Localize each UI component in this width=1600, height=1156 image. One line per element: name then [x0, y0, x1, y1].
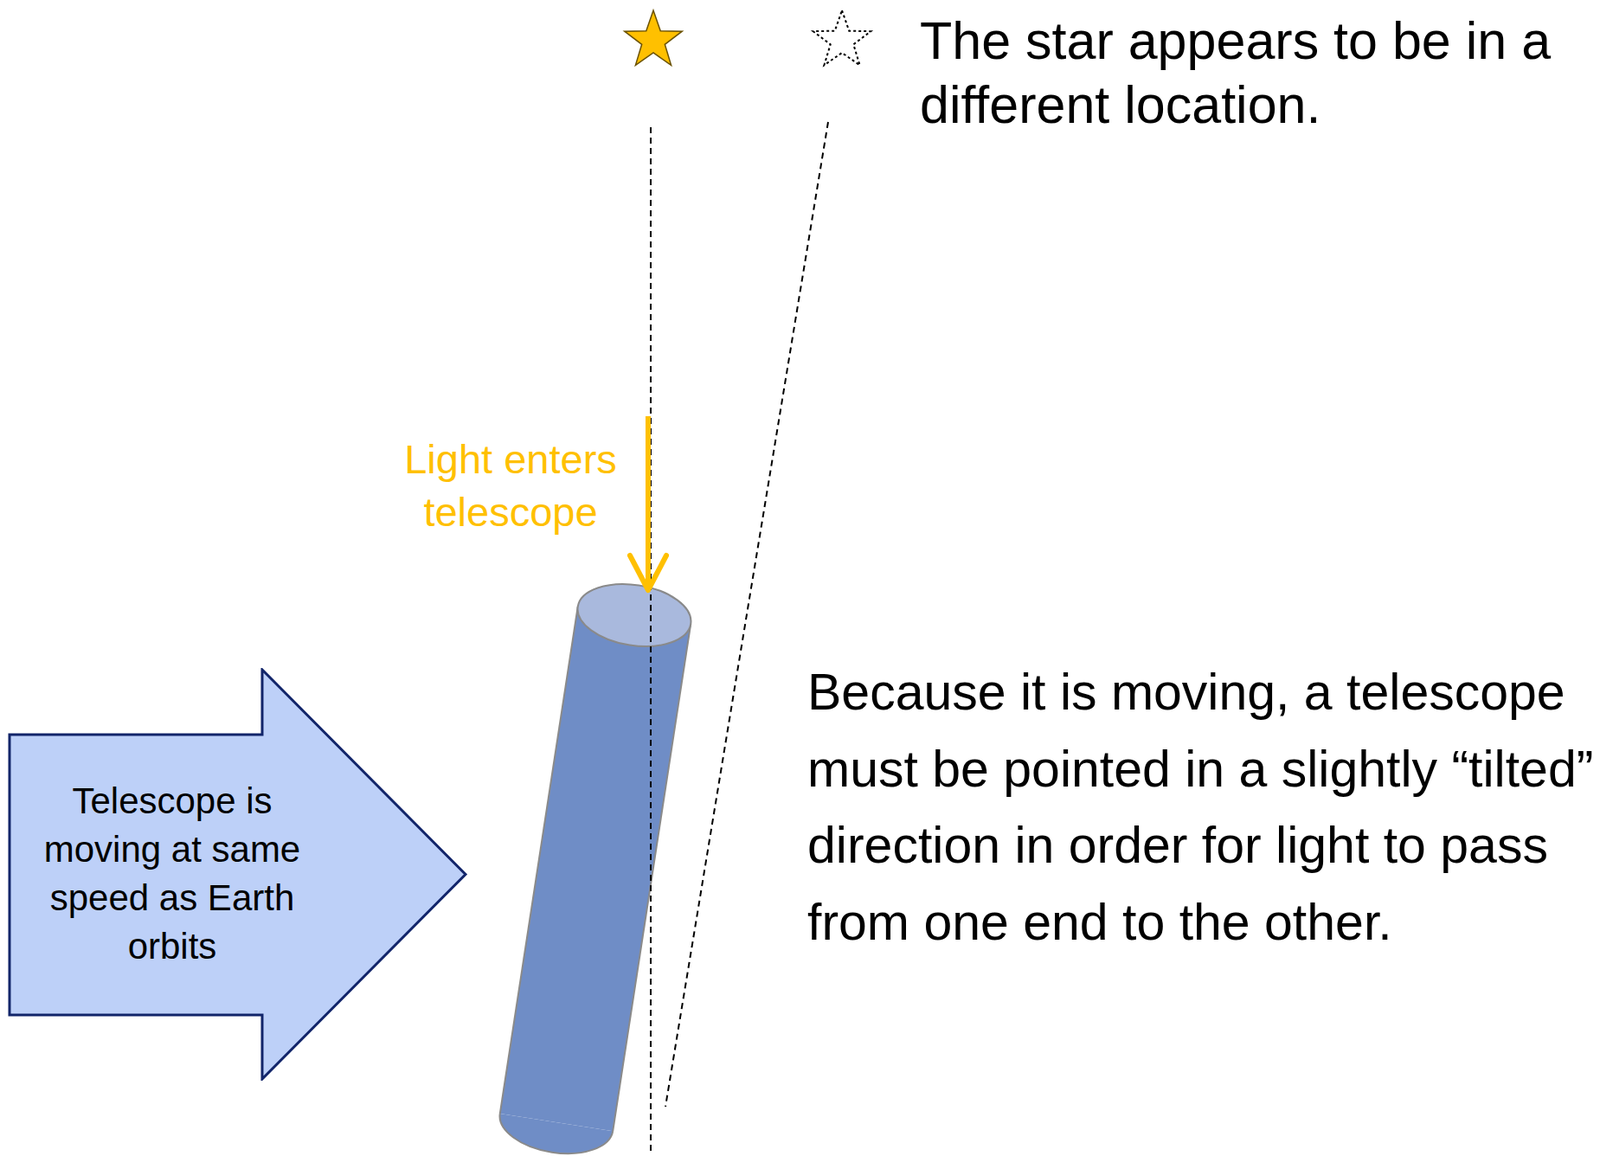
- light-ray: [645, 416, 651, 589]
- explanation-text: Because it is moving, a telescope must b…: [807, 654, 1595, 961]
- star-note: The star appears to be in a different lo…: [919, 8, 1595, 138]
- light-arrowhead: [629, 555, 667, 591]
- apparent-direction-line: [665, 122, 829, 1107]
- true-direction-line: [649, 127, 652, 1154]
- light-label: Light enters telescope: [389, 432, 632, 539]
- arrow-outline: [9, 669, 466, 1080]
- apparent-star: [813, 10, 872, 65]
- arrow-shape: [7, 668, 469, 1081]
- motion-arrow: Telescope is moving at same speed as Ear…: [7, 668, 469, 1081]
- star: [624, 10, 683, 65]
- telescope: [494, 576, 695, 1156]
- node-text: Telescope is moving at same speed as Ear…: [19, 777, 325, 971]
